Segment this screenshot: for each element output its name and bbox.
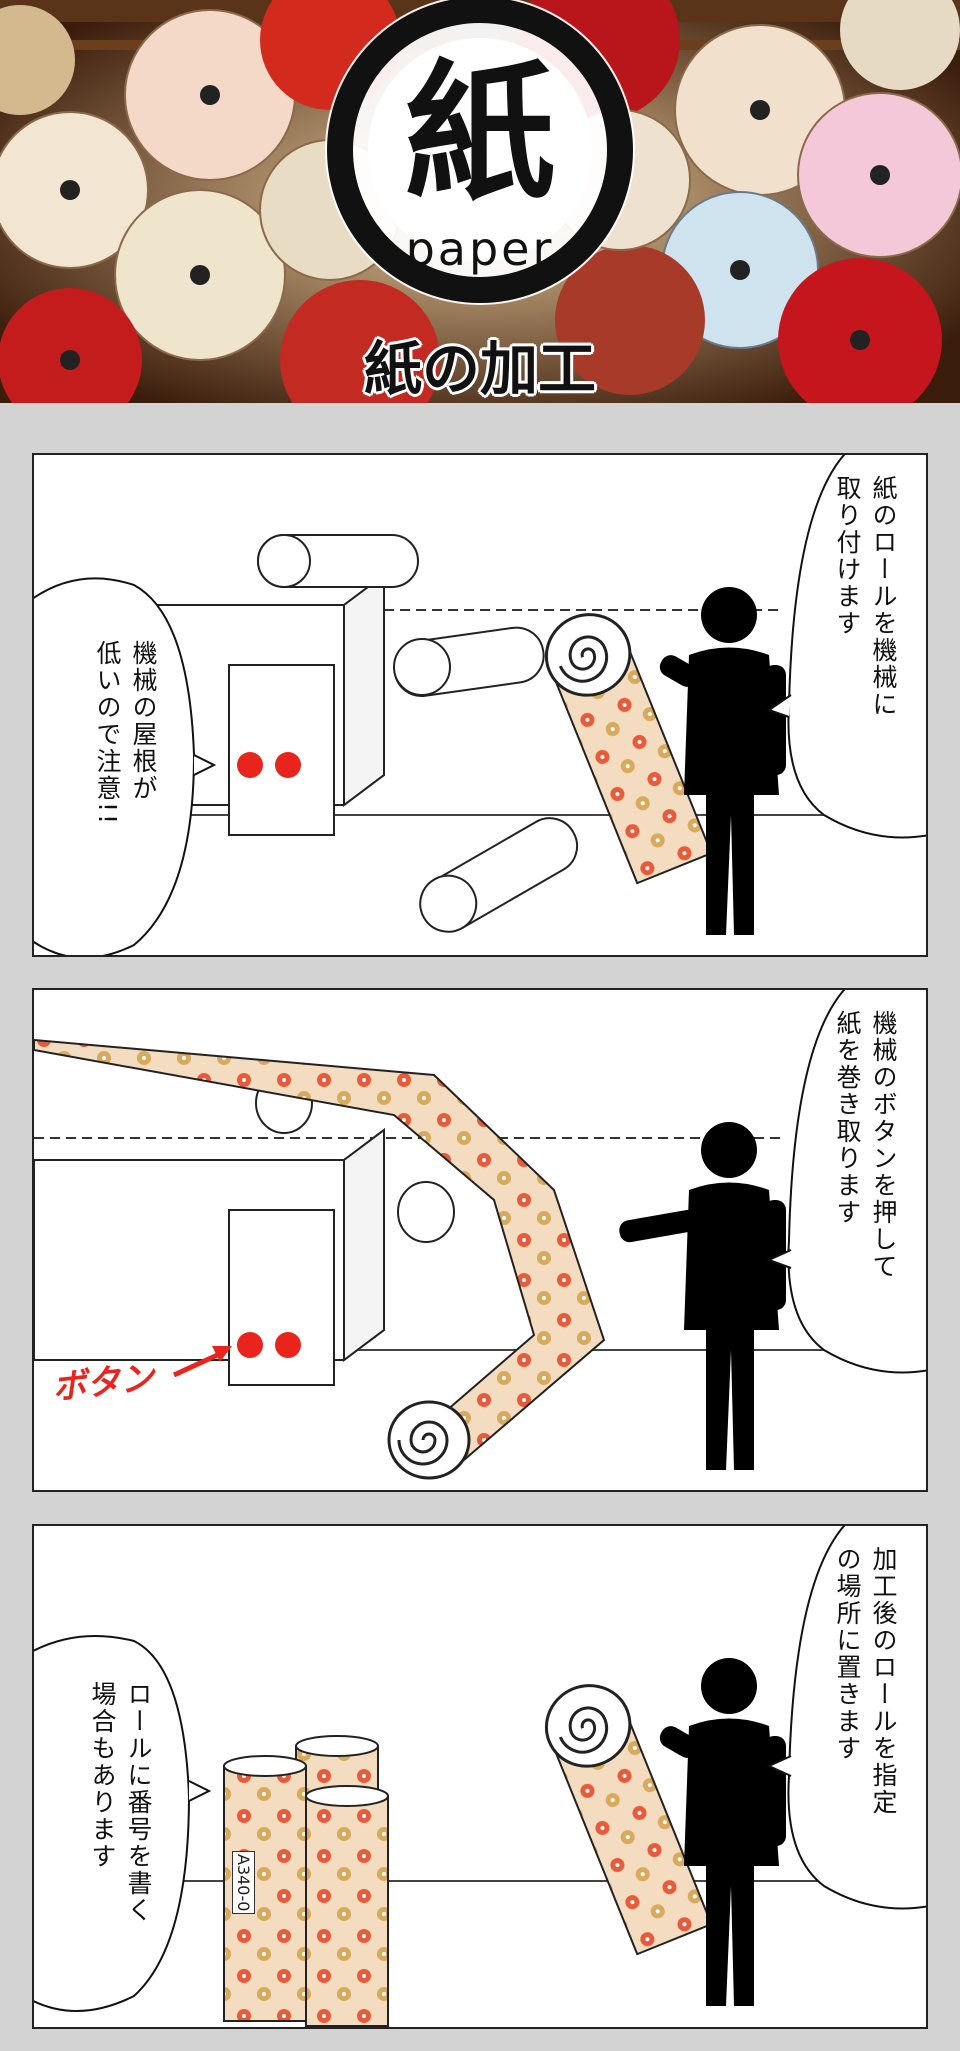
header-banner: 紙 paper 紙の加工 — [0, 0, 960, 403]
page-title: 紙の加工 — [363, 335, 596, 403]
umbrella-background — [0, 0, 960, 403]
speech-bubble-left: ロールに番号を書く 場合もあります — [88, 1681, 153, 1924]
speech-bubble-right: 機械のボタンを押して 紙を巻き取ります — [833, 1010, 898, 1280]
panel-3-illustration — [34, 1526, 926, 2027]
roll-number-label: A340-0 — [232, 1851, 255, 1915]
person-silhouette — [659, 587, 786, 935]
speech-bubble-left: 機械の屋根が 低いので注意!! — [93, 640, 158, 827]
speech-bubble-right: 加工後のロールを指定 の場所に置きます — [833, 1546, 898, 1816]
comic-panel-3: 加工後のロールを指定 の場所に置きます ロールに番号を書く 場合もあります A3… — [32, 1524, 928, 2029]
comic-panel-1: 紙のロールを機械に 取り付けます 機械の屋根が 低いので注意!! — [32, 453, 928, 957]
arrow-icon — [172, 1346, 232, 1378]
paper-roll-stack — [223, 1735, 389, 2027]
panel-1-illustration — [34, 455, 926, 955]
logo-kanji: 紙 — [404, 45, 555, 221]
umbrella-icon — [0, 0, 960, 403]
panel-2-illustration — [34, 990, 926, 1480]
logo-english: paper — [405, 222, 555, 276]
comic-panel-2: 機械のボタンを押して 紙を巻き取ります ボタン — [32, 988, 928, 1492]
speech-bubble-right: 紙のロールを機械に 取り付けます — [833, 475, 898, 718]
